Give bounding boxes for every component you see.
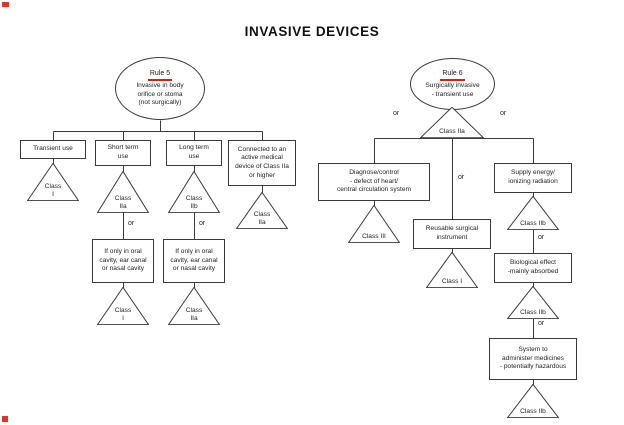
class-triangle-connected: Class IIa (236, 192, 288, 229)
class-triangle-rule6-base: Class IIa (420, 107, 484, 138)
class-label: Class IIb (520, 219, 546, 227)
triangle-shape (168, 171, 220, 213)
or-label: or (499, 110, 508, 117)
rule6-node: Rule 6 Surgically invasive - transient u… (410, 58, 495, 110)
reusable-instrument-label: Reusable surgical instrument (425, 225, 479, 241)
or-label: or (392, 110, 401, 117)
class-label: Class IIa (439, 127, 465, 135)
administer-medicines-box: System to administer medicines - potenti… (489, 338, 577, 380)
triangle-shape (168, 287, 220, 325)
class-triangle-long-term-alt: Class IIa (168, 287, 220, 325)
red-mark-top-left (2, 2, 9, 7)
rule6-description: Surgically invasive - transient use (425, 81, 480, 98)
transient-use-box: Transient use (20, 140, 86, 159)
class-triangle-diagnose: Class III (348, 205, 400, 243)
rule5-description: Invasive in body orifice or stoma (not s… (136, 82, 184, 107)
or-label: or (198, 220, 207, 227)
short-term-alternative-label: If only in oral cavity, ear canal or nas… (99, 248, 147, 273)
class-triangle-long-term: Class IIb (168, 171, 220, 213)
administer-medicines-label: System to administer medicines - potenti… (499, 346, 567, 371)
or-label: or (537, 320, 546, 327)
class-label: Class I (44, 182, 62, 198)
class-triangle-short-term-alt: Class I (97, 287, 149, 325)
rule5-node: Rule 5 Invasive in body orifice or stoma… (115, 57, 205, 120)
supply-energy-box: Supply energy/ ionizing radiation (494, 163, 572, 193)
triangle-shape (507, 196, 559, 230)
class-label: Class III (362, 232, 386, 240)
class-triangle-energy: Class IIb (507, 196, 559, 230)
triangle-shape (97, 171, 149, 213)
class-triangle-short-term: Class IIa (97, 171, 149, 213)
short-term-label: Short term use (107, 144, 139, 160)
triangle-shape (420, 107, 484, 138)
page-title: INVASIVE DEVICES (244, 24, 380, 39)
triangle-shape (426, 252, 478, 288)
red-mark-bottom-left (2, 416, 8, 422)
long-term-alternative-label: If only in oral cavity, ear canal or nas… (170, 248, 218, 273)
class-label: Class IIa (253, 210, 271, 226)
diagnose-control-box: Diagnose/control - defect of heart/ cent… (318, 163, 430, 201)
rule5-label: Rule 5 (147, 69, 173, 82)
class-label: Class IIa (185, 306, 203, 322)
triangle-shape (507, 384, 559, 418)
class-label: Class IIb (185, 194, 203, 210)
short-term-alternative-box: If only in oral cavity, ear canal or nas… (92, 239, 154, 283)
transient-use-label: Transient use (33, 145, 73, 153)
reusable-instrument-box: Reusable surgical instrument (413, 219, 491, 249)
or-label: or (127, 220, 136, 227)
class-label: Class IIb (520, 308, 546, 316)
short-term-box: Short term use (95, 140, 151, 166)
diagnose-control-label: Diagnose/control - defect of heart/ cent… (336, 169, 412, 194)
or-label: or (457, 174, 466, 181)
class-label: Class IIa (114, 194, 132, 210)
class-label: Class I (441, 277, 463, 285)
triangle-shape (507, 286, 559, 319)
biological-effect-label: Biological effect -mainly absorbed (507, 259, 559, 275)
supply-energy-label: Supply energy/ ionizing radiation (508, 169, 558, 185)
triangle-shape (236, 192, 288, 229)
long-term-label: Long term use (179, 144, 209, 160)
triangle-shape (27, 163, 79, 201)
long-term-box: Long term use (166, 140, 222, 166)
class-triangle-reusable: Class I (426, 252, 478, 288)
class-label: Class IIb (520, 407, 546, 415)
rule6-label: Rule 6 (440, 69, 465, 81)
class-triangle-medicines: Class IIb (507, 384, 559, 418)
triangle-shape (348, 205, 400, 243)
class-triangle-transient: Class I (27, 163, 79, 201)
long-term-alternative-box: If only in oral cavity, ear canal or nas… (163, 239, 225, 283)
biological-effect-box: Biological effect -mainly absorbed (494, 253, 572, 283)
class-triangle-biological: Class IIb (507, 286, 559, 319)
or-label: or (537, 234, 546, 241)
connected-active-device-box: Connected to an active medical device of… (228, 140, 296, 186)
connected-active-device-label: Connected to an active medical device of… (235, 145, 289, 179)
triangle-shape (97, 287, 149, 325)
class-label: Class I (114, 306, 132, 322)
